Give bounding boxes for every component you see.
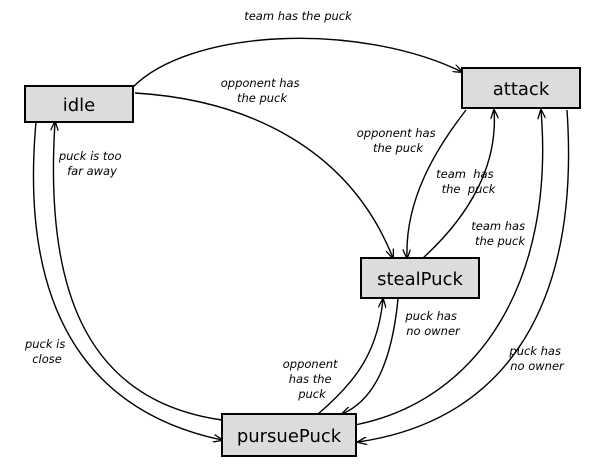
label-line: the puck [475, 234, 526, 248]
label-line: no owner [510, 359, 565, 373]
edge-stealpuck-to-attack [422, 110, 494, 259]
label-line: the puck [442, 182, 497, 196]
state-idle-label: idle [63, 95, 96, 116]
state-pursuepuck-box [221, 413, 357, 457]
label-line: opponent has [357, 126, 436, 140]
label-line: opponent has [221, 76, 300, 90]
edge-idle-to-attack [131, 37, 462, 89]
state-pursuepuck-label: pursuePuck [237, 426, 342, 447]
state-stealpuck-box [360, 257, 480, 299]
label-line: the puck [237, 91, 288, 105]
label-idle-to-stealpuck: opponent has the puck [221, 76, 303, 105]
label-line: puck has [508, 344, 561, 358]
label-pursuepuck-to-idle: puck is too far away [58, 149, 125, 178]
state-attack: attack [461, 67, 581, 109]
state-stealpuck-label: stealPuck [377, 269, 463, 290]
label-pursuepuck-to-attack: team has the puck [471, 219, 528, 248]
state-idle: idle [24, 85, 134, 123]
label-pursuepuck-to-stealpuck: opponent has the puck [283, 357, 342, 401]
label-line: has the [289, 372, 332, 386]
label-attack-to-pursuepuck: puck has no owner [508, 344, 565, 373]
state-attack-label: attack [493, 79, 550, 100]
label-line: far away [67, 164, 117, 178]
label-line: close [32, 352, 62, 366]
edge-idle-to-pursuepuck [32, 121, 222, 440]
edge-idle-to-stealpuck [134, 92, 393, 258]
label-attack-to-stealpuck: opponent has the puck [357, 126, 439, 155]
label-line: puck [297, 387, 327, 401]
label-line: puck is [24, 337, 65, 351]
label-line: the puck [373, 141, 424, 155]
label-line: puck is too [58, 149, 122, 163]
label-line: team has the puck [244, 9, 353, 23]
label-line: puck has [404, 309, 457, 323]
edge-attack-to-pursuepuck [358, 109, 570, 442]
edge-attack-to-stealpuck [407, 109, 467, 258]
label-line: team has [471, 219, 525, 233]
label-line: no owner [406, 324, 461, 338]
edge-stealpuck-to-pursuepuck [342, 298, 399, 414]
edge-pursuepuck-to-idle [53, 122, 223, 421]
state-stealpuck: stealPuck [360, 257, 480, 299]
state-idle-box [24, 85, 134, 123]
label-stealpuck-to-attack: team has the puck [436, 167, 512, 196]
label-line: team has [436, 167, 493, 181]
label-stealpuck-to-pursuepuck: puck has no owner [404, 309, 461, 338]
state-attack-box [461, 67, 581, 109]
edge-pursuepuck-to-attack [354, 110, 543, 426]
state-pursuepuck: pursuePuck [221, 413, 357, 457]
label-idle-to-attack: team has the puck [244, 9, 353, 23]
edge-pursuepuck-to-stealpuck [317, 299, 383, 415]
label-line: opponent [283, 357, 338, 371]
label-idle-to-pursuepuck: puck is close [24, 337, 69, 366]
